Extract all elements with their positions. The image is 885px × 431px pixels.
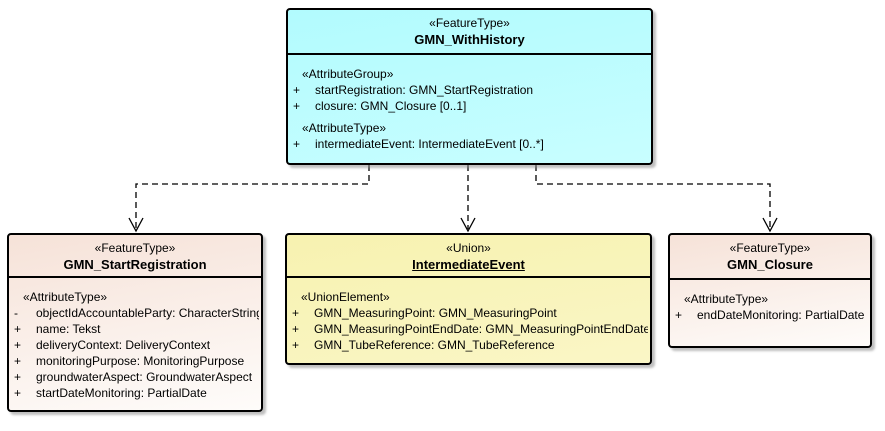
visibility-sign: + xyxy=(14,386,22,400)
attribute-row: + intermediateEvent: IntermediateEvent [0… xyxy=(293,136,649,152)
section-stereotype: «UnionElement» xyxy=(301,290,390,304)
visibility-sign: + xyxy=(292,306,300,320)
class-header: «FeatureType» GMN_Closure xyxy=(670,235,870,280)
class-gmn-closure[interactable]: «FeatureType» GMN_Closure «AttributeType… xyxy=(668,233,872,348)
attribute-text: startRegistration: GMN_StartRegistration xyxy=(315,83,534,97)
attribute-text: endDateMonitoring: PartialDate xyxy=(697,308,865,322)
attribute-row: + closure: GMN_Closure [0..1] xyxy=(293,98,649,114)
class-header: «FeatureType» GMN_WithHistory xyxy=(288,10,651,55)
class-name: GMN_Closure xyxy=(727,257,813,272)
section-stereotype: «AttributeType» xyxy=(23,290,108,304)
attribute-row: - objectIdAccountableParty: CharacterStri… xyxy=(14,305,259,321)
attribute-text: deliveryContext: DeliveryContext xyxy=(36,338,211,352)
attribute-text: objectIdAccountableParty: CharacterStrin… xyxy=(36,306,259,320)
class-name: GMN_WithHistory xyxy=(414,32,525,47)
class-body: «AttributeType»- objectIdAccountableParty… xyxy=(9,278,261,401)
dependency-connector-closure[interactable] xyxy=(535,165,771,229)
visibility-sign: + xyxy=(293,137,301,151)
class-body: «AttributeType»+ endDateMonitoring: Parti… xyxy=(670,280,870,323)
section-stereotype: «AttributeType» xyxy=(684,292,769,306)
attribute-row: + deliveryContext: DeliveryContext xyxy=(14,337,259,353)
attribute-row: + GMN_TubeReference: GMN_TubeReference xyxy=(292,337,648,353)
class-intermediateevent[interactable]: «Union» IntermediateEvent «UnionElement»… xyxy=(285,233,652,365)
attribute-row: + GMN_MeasuringPoint: GMN_MeasuringPoint xyxy=(292,305,648,321)
class-gmn-startregistration[interactable]: «FeatureType» GMN_StartRegistration «Att… xyxy=(7,233,263,412)
attribute-text: GMN_MeasuringPoint: GMN_MeasuringPoint xyxy=(314,306,557,320)
attribute-row: + GMN_MeasuringPointEndDate: GMN_Measurin… xyxy=(292,321,648,337)
class-name: IntermediateEvent xyxy=(412,257,525,272)
section-stereotype: «AttributeType» xyxy=(302,121,387,135)
class-header: «FeatureType» GMN_StartRegistration xyxy=(9,235,261,278)
attribute-text: name: Tekst xyxy=(36,322,101,336)
visibility-sign: - xyxy=(14,306,18,320)
visibility-sign: + xyxy=(293,83,301,97)
class-stereotype: «FeatureType» xyxy=(729,241,811,255)
visibility-sign: + xyxy=(14,322,22,336)
dependency-arrowhead-closure xyxy=(762,217,778,233)
attribute-row: + startRegistration: GMN_StartRegistratio… xyxy=(293,82,649,98)
class-body: «AttributeGroup»+startRegistration: GMN_… xyxy=(288,55,651,152)
class-gmn-withhistory[interactable]: «FeatureType» GMN_WithHistory «Attribute… xyxy=(286,8,653,165)
attribute-text: monitoringPurpose: MonitoringPurpose xyxy=(36,354,245,368)
attribute-row: + startDateMonitoring: PartialDate xyxy=(14,385,259,401)
class-stereotype: «Union» xyxy=(446,241,491,255)
attribute-text: closure: GMN_Closure [0..1] xyxy=(315,99,467,113)
class-header: «Union» IntermediateEvent xyxy=(287,235,650,278)
attribute-text: GMN_MeasuringPointEndDate: GMN_Measuring… xyxy=(314,322,648,336)
visibility-sign: + xyxy=(292,322,300,336)
visibility-sign: + xyxy=(14,338,22,352)
class-stereotype: «FeatureType» xyxy=(94,241,176,255)
attribute-row: + endDateMonitoring: PartialDate xyxy=(675,307,868,323)
dependency-connector-startregistration[interactable] xyxy=(135,165,370,229)
class-stereotype: «FeatureType» xyxy=(429,16,510,30)
attribute-text: groundwaterAspect: GroundwaterAspect xyxy=(36,370,253,384)
visibility-sign: + xyxy=(293,99,301,113)
attribute-row: + monitoringPurpose: MonitoringPurpose xyxy=(14,353,259,369)
attribute-text: intermediateEvent: IntermediateEvent [0.… xyxy=(315,137,544,151)
visibility-sign: + xyxy=(675,308,683,322)
section-stereotype: «AttributeGroup» xyxy=(302,67,394,81)
class-body: «UnionElement»+GMN_MeasuringPoint: GMN_M… xyxy=(287,278,650,353)
dependency-arrowhead-intermediateevent xyxy=(460,217,476,233)
class-name: GMN_StartRegistration xyxy=(63,257,207,272)
attribute-row: + groundwaterAspect: GroundwaterAspect xyxy=(14,369,259,385)
visibility-sign: + xyxy=(14,354,22,368)
dependency-arrowhead-startregistration xyxy=(128,217,144,233)
visibility-sign: + xyxy=(14,370,22,384)
attribute-text: startDateMonitoring: PartialDate xyxy=(36,386,207,400)
visibility-sign: + xyxy=(292,338,300,352)
attribute-row: + name: Tekst xyxy=(14,321,259,337)
attribute-text: GMN_TubeReference: GMN_TubeReference xyxy=(314,338,555,352)
